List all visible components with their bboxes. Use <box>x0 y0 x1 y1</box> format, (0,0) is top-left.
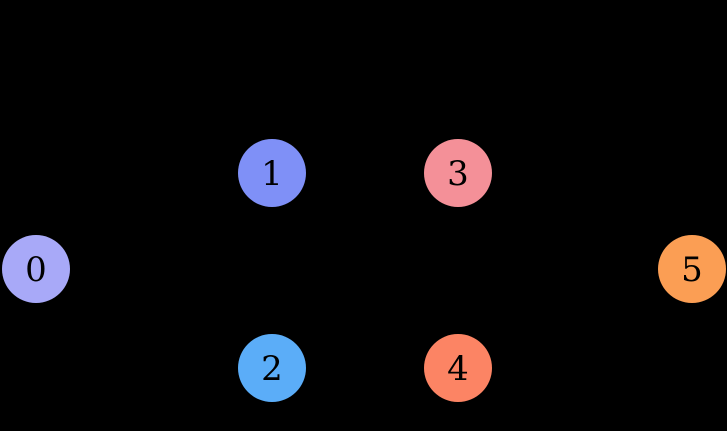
node-circle-1[interactable] <box>238 139 306 207</box>
node-circle-5[interactable] <box>658 235 726 303</box>
graph-node-1[interactable]: 1 <box>238 139 306 207</box>
graph-node-3[interactable]: 3 <box>424 139 492 207</box>
node-label-0: 0 <box>25 250 47 290</box>
graph-node-5[interactable]: 5 <box>658 235 726 303</box>
node-circle-0[interactable] <box>2 235 70 303</box>
graph-node-2[interactable]: 2 <box>238 334 306 402</box>
node-label-5: 5 <box>681 250 703 290</box>
graph-edge-0-2 <box>35 268 273 369</box>
node-layer: 0 1 2 3 4 5 <box>2 139 726 402</box>
graph-edge-0-1 <box>35 172 273 270</box>
node-circle-2[interactable] <box>238 334 306 402</box>
graph-node-0[interactable]: 0 <box>2 235 70 303</box>
node-label-4: 4 <box>447 349 469 389</box>
node-circle-4[interactable] <box>424 334 492 402</box>
node-label-2: 2 <box>261 349 283 389</box>
node-label-3: 3 <box>447 154 469 194</box>
graph-node-4[interactable]: 4 <box>424 334 492 402</box>
node-circle-3[interactable] <box>424 139 492 207</box>
graph-edge-4-5 <box>457 268 693 369</box>
node-label-1: 1 <box>261 154 283 194</box>
graph-edge-3-5 <box>457 172 693 270</box>
